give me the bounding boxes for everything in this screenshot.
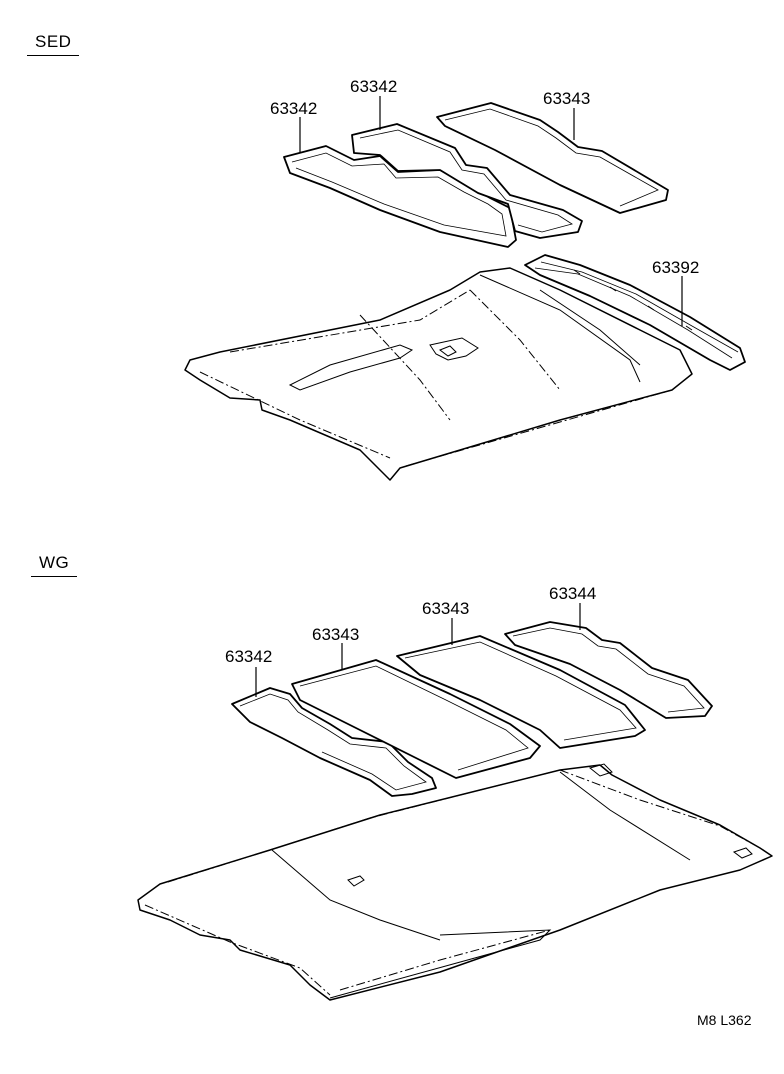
section-label-wg: WG	[31, 553, 78, 577]
part-number-sed-rail: 63392	[652, 258, 699, 277]
wg-roof-headliner	[137, 763, 773, 1001]
part-number-wg-pad-4: 63344	[549, 584, 596, 603]
part-number-wg-pad-1: 63342	[225, 647, 272, 666]
part-number-sed-pad-right: 63343	[543, 89, 590, 108]
figure-code: M8 L362	[697, 1012, 752, 1028]
section-label-wg-text: WG	[39, 553, 70, 572]
sed-pad-middle	[351, 123, 583, 239]
part-number-wg-pad-3: 63343	[422, 599, 469, 618]
sed-roof-rail	[524, 254, 746, 371]
sed-roof-headliner	[184, 267, 693, 481]
section-label-sed: SED	[27, 32, 80, 56]
section-label-wg-underline	[31, 576, 78, 577]
sed-pad-left	[283, 145, 517, 248]
wg-pad-2	[291, 659, 541, 779]
part-number-sed-pad-left: 63342	[270, 99, 317, 118]
part-number-wg-pad-2: 63343	[312, 625, 359, 644]
wg-pad-1	[231, 687, 437, 797]
part-number-sed-pad-middle: 63342	[350, 77, 397, 96]
sed-pad-right	[436, 102, 669, 214]
section-label-sed-text: SED	[35, 32, 72, 51]
wg-pad-3	[396, 635, 646, 749]
wg-pad-4	[504, 621, 713, 719]
section-label-sed-underline	[27, 55, 80, 56]
